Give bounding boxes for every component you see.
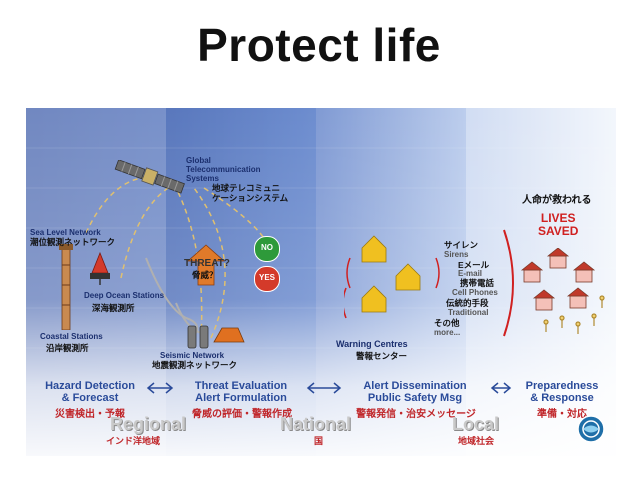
- stage-hazard-detection: Hazard Detection & Forecast: [45, 380, 135, 404]
- email-label: E-mail: [458, 269, 483, 278]
- threat-arrow-icon: [186, 244, 226, 286]
- scope-national-jp: 国: [314, 436, 324, 446]
- traditional-label-jp: 伝統的手段: [446, 298, 489, 308]
- threat-label: THREAT?: [184, 258, 230, 269]
- yes-indicator: YES: [254, 266, 280, 292]
- seismic-instruments-icon: [187, 325, 245, 349]
- threat-label-jp: 脅威？: [192, 270, 218, 280]
- warning-centres-label-jp: 警報センター: [356, 351, 408, 361]
- no-indicator: NO: [254, 236, 280, 262]
- scope-regional-jp: インド洋地域: [106, 436, 161, 446]
- page-title: Protect life: [197, 19, 441, 71]
- other-label: more...: [434, 328, 461, 337]
- lives-saved-label-jp: 人命が救われる: [522, 195, 592, 206]
- sea-level-label-jp: 潮位観測ネットワーク: [30, 237, 116, 247]
- tide-gauge-tower-icon: [59, 244, 73, 330]
- satellite-label: Global Telecommunication Systems: [186, 156, 261, 183]
- seismic-label-jp: 地震観測ネットワーク: [152, 360, 238, 370]
- stage-preparedness: Preparedness & Response: [525, 380, 599, 404]
- stage-alert-dissemination-jp: 警報発信・治安メッセージ: [356, 409, 476, 420]
- coastal-label: Coastal Stations: [40, 332, 103, 341]
- stage-flow-arrows: [146, 382, 512, 394]
- email-label-jp: Eメール: [458, 260, 490, 270]
- warning-centres-label: Warning Centres: [336, 339, 408, 349]
- scope-local: Local: [452, 414, 500, 434]
- broadcast-arc-icon: [503, 229, 514, 337]
- scope-local-jp: 地域社会: [458, 436, 495, 446]
- yes-label: YES: [258, 273, 275, 282]
- community-houses-icon: [520, 248, 605, 334]
- stage-threat-evaluation: Threat Evaluation Alert Formulation: [194, 380, 288, 404]
- organization-emblem-icon: [577, 415, 605, 443]
- sirens-label: Sirens: [444, 250, 469, 259]
- no-label: NO: [261, 243, 273, 252]
- traditional-label: Traditional: [448, 308, 489, 317]
- stage-preparedness-jp: 準備・対応: [537, 409, 587, 420]
- phones-label-jp: 携帯電話: [460, 278, 495, 288]
- stage-hazard-detection-jp: 災害検出・予報: [55, 409, 125, 420]
- satellite-label-jp: 地球テレコミュニ ケーションシステム: [212, 183, 289, 203]
- stage-threat-evaluation-jp: 脅威の評価・警報作成: [192, 409, 292, 420]
- sirens-label-jp: サイレン: [444, 240, 479, 250]
- coastal-label-jp: 沿岸観測所: [46, 343, 89, 353]
- tsunami-warning-diagram: Global Telecommunication Systems 地球テレコミュ…: [26, 108, 616, 456]
- phones-label: Cell Phones: [452, 288, 498, 297]
- warning-centres-icon: [344, 235, 440, 319]
- scope-national: National: [280, 414, 352, 434]
- sea-level-label: Sea Level Network: [30, 228, 101, 237]
- seismic-label: Seismic Network: [160, 351, 225, 360]
- lives-saved-label: LIVES SAVED: [538, 211, 579, 238]
- deep-ocean-label: Deep Ocean Stations: [84, 291, 165, 300]
- satellite-icon: [114, 160, 185, 194]
- stage-alert-dissemination: Alert Dissemination Public Safety Msg: [363, 380, 467, 404]
- ocean-buoy-icon: [90, 251, 110, 285]
- deep-ocean-label-jp: 深海観測所: [92, 303, 135, 313]
- scope-regional: Regional: [110, 414, 187, 434]
- other-label-jp: その他: [434, 318, 460, 328]
- diagram-background: [26, 108, 616, 456]
